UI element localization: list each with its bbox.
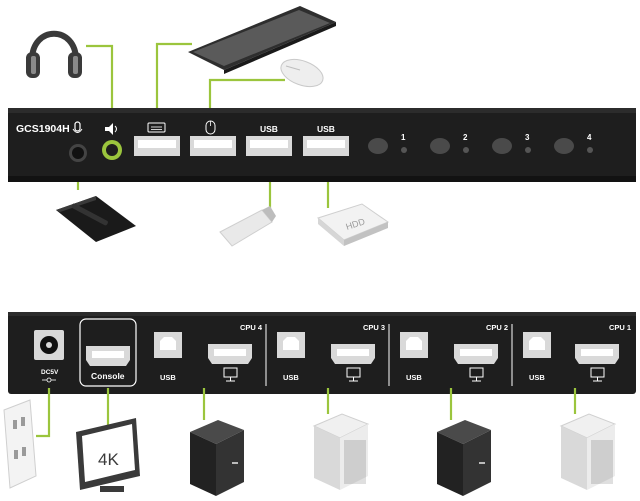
console-group-frame xyxy=(79,318,137,387)
console-label: Console xyxy=(91,371,125,381)
keyboard-icon xyxy=(188,6,336,74)
cpu-group-2: CPU 2 USB xyxy=(400,323,508,382)
cpu-group-2-label: CPU 2 xyxy=(486,323,508,332)
cpu-4-usb-label: USB xyxy=(160,373,176,382)
headphones-icon xyxy=(26,30,82,78)
keyboard-port-icon xyxy=(147,122,166,133)
monitor-4k-label: 4K xyxy=(98,450,119,469)
cpu-1-hdmi-port[interactable] xyxy=(575,344,619,364)
monitor-4k-icon: 4K xyxy=(76,418,140,492)
power-label: DC5V xyxy=(41,369,59,376)
cable-power xyxy=(36,388,51,438)
cable-headphone xyxy=(86,44,114,122)
model-label: GCS1904H xyxy=(16,123,70,135)
computer-tower-icon xyxy=(437,420,491,496)
console-hdmi-port[interactable] xyxy=(86,346,130,366)
cpu-group-1: CPU 1 USB xyxy=(523,323,631,382)
port-button-3-label: 3 xyxy=(525,133,530,142)
cable-mouse xyxy=(208,78,285,118)
port-button-2[interactable]: 2 xyxy=(430,133,469,154)
speaker-icon xyxy=(105,123,117,135)
cpu-group-4: CPU 4 USB xyxy=(154,323,263,382)
power-outlet-icon xyxy=(3,399,37,489)
computer-tower-icon xyxy=(559,413,617,490)
cpu-group-1-label: CPU 1 xyxy=(609,323,631,332)
cpu-2-hdmi-port[interactable] xyxy=(454,344,498,364)
port-button-1-label: 1 xyxy=(401,133,406,142)
cpu-group-3-label: CPU 3 xyxy=(363,323,385,332)
port-button-2-label: 2 xyxy=(463,133,468,142)
monitor-icon xyxy=(223,367,238,382)
monitor-icon xyxy=(346,367,361,382)
hdd-icon: HDD xyxy=(316,203,390,246)
cpu-1-usb-b-port[interactable] xyxy=(523,332,551,358)
rear-panel: DC5V Console CPU 4 USB xyxy=(8,312,636,394)
monitor-icon xyxy=(590,367,605,382)
computer-tower-icon xyxy=(312,413,370,490)
port-button-4-label: 4 xyxy=(587,133,592,142)
power-jack[interactable] xyxy=(34,330,64,360)
cpu-2-usb-b-port[interactable] xyxy=(400,332,428,358)
port-button-1[interactable]: 1 xyxy=(368,133,407,154)
cpu-2-usb-label: USB xyxy=(406,373,422,382)
usb-port-label-1: USB xyxy=(260,124,278,134)
usb-port-1[interactable] xyxy=(246,136,292,156)
monitor-icon xyxy=(469,367,484,382)
rear-cables xyxy=(36,388,577,438)
mouse-usb-port[interactable] xyxy=(190,136,236,156)
headphone-jack[interactable] xyxy=(102,140,122,160)
cpu-4-usb-b-port[interactable] xyxy=(154,332,182,358)
cpu-group-3: CPU 3 USB xyxy=(277,323,385,382)
microphone-device-icon xyxy=(56,196,136,242)
usb-drive-icon xyxy=(219,206,276,247)
cpu-3-hdmi-port[interactable] xyxy=(331,344,375,364)
keyboard-usb-port[interactable] xyxy=(134,136,180,156)
computer-tower-icon xyxy=(190,420,244,496)
cpu-3-usb-b-port[interactable] xyxy=(277,332,305,358)
polarity-icon xyxy=(42,377,56,383)
cpu-1-usb-label: USB xyxy=(529,373,545,382)
usb-port-2[interactable] xyxy=(303,136,349,156)
front-panel: GCS1904H xyxy=(8,108,636,182)
microphone-icon xyxy=(72,121,83,133)
microphone-jack[interactable] xyxy=(69,144,87,162)
cpu-4-hdmi-port[interactable] xyxy=(208,344,252,364)
usb-port-label-2: USB xyxy=(317,124,335,134)
port-button-4[interactable]: 4 xyxy=(554,133,593,154)
cpu-3-usb-label: USB xyxy=(283,373,299,382)
port-button-3[interactable]: 3 xyxy=(492,133,531,154)
cable-keyboard xyxy=(155,42,192,118)
mouse-icon xyxy=(280,58,324,88)
cpu-group-4-label: CPU 4 xyxy=(240,323,263,332)
mouse-port-icon xyxy=(205,120,216,135)
